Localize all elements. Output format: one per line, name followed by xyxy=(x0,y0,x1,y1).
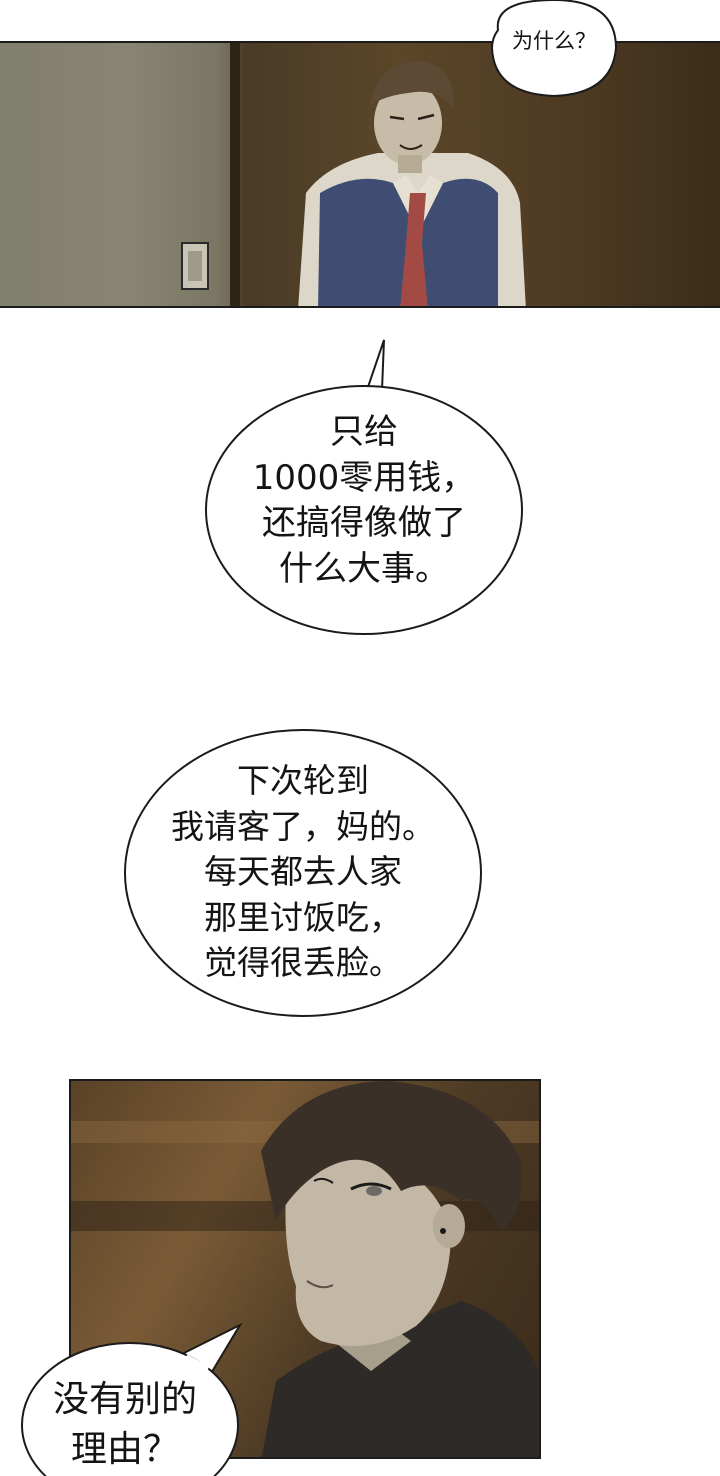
jacket xyxy=(261,1301,539,1457)
speech-bubble-3: 下次轮到 我请客了，妈的。 每天都去人家 那里讨饭吃， 觉得很丢脸。 xyxy=(123,728,483,1018)
face xyxy=(285,1159,451,1346)
speech-bubble-2: 只给 1000零用钱， 还搞得像做了 什么大事。 xyxy=(204,339,524,640)
hair xyxy=(370,61,455,109)
panel-2-art xyxy=(71,1081,539,1457)
bubble-text: 没有别的 理由？ xyxy=(52,1379,197,1471)
panel-1-art xyxy=(0,43,526,306)
bubble-text: 下次轮到 我请客了，妈的。 每天都去人家 那里讨饭吃， 觉得很丢脸。 xyxy=(171,761,435,983)
speech-bubble-4: 没有别的 理由？ xyxy=(20,1322,248,1476)
tie xyxy=(400,193,428,306)
comic-panel-1 xyxy=(0,41,720,308)
speech-bubble-1: 为什么？ xyxy=(488,0,620,98)
hair xyxy=(261,1081,522,1231)
bubble-text: 为什么？ xyxy=(512,29,596,53)
bubble-text: 只给 1000零用钱， 还搞得像做了 什么大事。 xyxy=(252,412,476,589)
